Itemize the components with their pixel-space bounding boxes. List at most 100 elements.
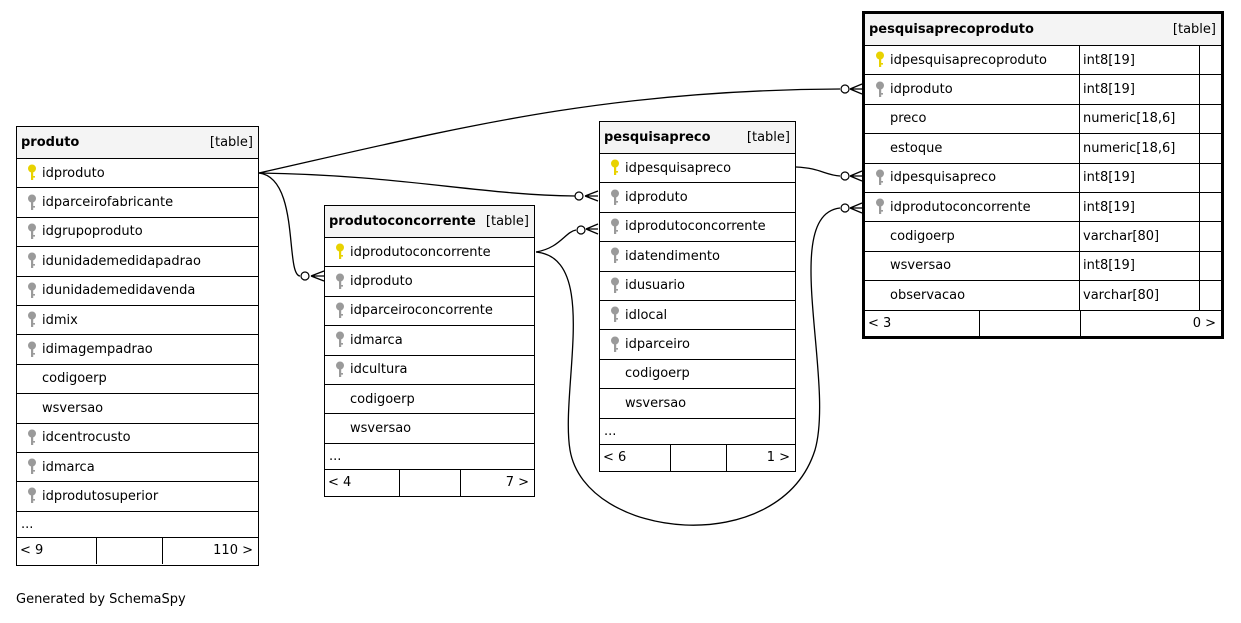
foreign-key-icon	[606, 218, 624, 236]
no-key-spacer	[23, 370, 41, 388]
parents-count[interactable]: < 9	[17, 537, 97, 564]
column-row[interactable]: idunidademedidapadrao	[17, 247, 258, 277]
table-type: [table]	[485, 214, 529, 229]
column-row[interactable]: idimagempadrao	[17, 335, 258, 365]
column-row[interactable]: idprodutoconcorrente	[325, 238, 534, 268]
primary-key-icon	[606, 159, 624, 177]
table-produtoconcorrente[interactable]: produtoconcorrente[table]idprodutoconcor…	[324, 205, 535, 497]
column-type: numeric[18,6]	[1080, 134, 1200, 163]
crowfoot-marker	[585, 223, 599, 235]
column-type: int8[19]	[1080, 46, 1200, 75]
parents-count[interactable]: < 6	[600, 444, 671, 471]
column-row[interactable]: codigoerp	[325, 385, 534, 415]
column-row[interactable]: idmarca	[17, 453, 258, 483]
no-key-spacer	[871, 286, 889, 304]
column-type: int8[19]	[1080, 192, 1200, 222]
column-name: idunidademedidavenda	[42, 283, 196, 299]
column-row[interactable]: idparceirofabricante	[17, 188, 258, 218]
column-row[interactable]: codigoerp	[17, 365, 258, 395]
column-row[interactable]: idproduto	[17, 159, 258, 189]
column-row[interactable]: idpesquisapreco	[600, 154, 795, 184]
column-row[interactable]: idparceiro	[600, 330, 795, 360]
table-footer: < 4 7 >	[325, 469, 534, 496]
column-name: codigoerp	[890, 229, 955, 245]
column-row[interactable]: idmix	[17, 306, 258, 336]
children-count[interactable]: 0 >	[1192, 316, 1216, 332]
no-key-spacer	[871, 110, 889, 128]
optional-marker	[576, 225, 586, 235]
column-type: numeric[18,6]	[1080, 104, 1200, 134]
foreign-key-icon	[23, 458, 41, 476]
generated-by-label: Generated by SchemaSpy	[16, 592, 186, 607]
rows-count	[980, 310, 1081, 337]
primary-key-icon	[331, 243, 349, 261]
column-row[interactable]: idusuario	[600, 272, 795, 301]
no-key-spacer	[871, 139, 889, 157]
column-name: idgrupoproduto	[42, 224, 143, 240]
table-pesquisaprecoproduto[interactable]: pesquisaprecoproduto[table]idpesquisapre…	[862, 11, 1224, 339]
table-footer: < 9 110 >	[17, 537, 258, 564]
column-row[interactable]: idlocal	[600, 301, 795, 331]
no-key-spacer	[606, 394, 624, 412]
optional-marker	[574, 191, 584, 201]
column-row[interactable]: idproduto	[600, 183, 795, 213]
column-name: codigoerp	[42, 371, 107, 387]
column-row[interactable]: idunidademedidavenda	[17, 277, 258, 306]
children-count[interactable]: 7 >	[505, 475, 529, 491]
column-name: idcultura	[350, 362, 408, 378]
children-count[interactable]: 1 >	[766, 450, 790, 466]
crowfoot-marker	[584, 190, 599, 202]
children-count[interactable]: 110 >	[213, 543, 253, 559]
foreign-key-icon	[331, 273, 349, 291]
column-row[interactable]: wsversao	[600, 389, 795, 419]
crowfoot-marker	[310, 270, 325, 282]
foreign-key-icon	[871, 198, 889, 216]
column-row[interactable]: codigoerp	[600, 360, 795, 390]
no-key-spacer	[606, 365, 624, 383]
rel-produtoconcorrente-pesquisapreco	[535, 229, 577, 253]
column-row[interactable]: idproduto	[325, 267, 534, 297]
column-row[interactable]: wsversao	[17, 394, 258, 424]
column-row[interactable]: idprodutoconcorrente	[600, 213, 795, 243]
foreign-key-icon	[331, 361, 349, 379]
column-row[interactable]: idprodutosuperior	[17, 482, 258, 512]
column-name: idproduto	[625, 190, 688, 206]
column-name: idprodutosuperior	[42, 488, 159, 504]
foreign-key-icon	[606, 247, 624, 265]
rel-produtoconcorrente-pesquisaprecoproduto	[535, 207, 841, 526]
parents-count[interactable]: < 3	[865, 310, 980, 337]
foreign-key-icon	[871, 81, 889, 99]
column-row[interactable]: idatendimento	[600, 242, 795, 272]
no-key-spacer	[331, 390, 349, 408]
crowfoot-marker	[849, 202, 863, 214]
no-key-spacer	[331, 420, 349, 438]
column-row[interactable]: idmarca	[325, 326, 534, 356]
table-name: pesquisaprecoproduto	[869, 22, 1034, 37]
column-name: wsversao	[625, 395, 687, 411]
column-name: idunidademedidapadrao	[42, 253, 201, 269]
table-type: [table]	[746, 130, 790, 145]
column-row[interactable]: idcentrocusto	[17, 424, 258, 453]
column-row[interactable]: idcultura	[325, 356, 534, 385]
rel-produto-produtoconcorrente	[258, 172, 301, 277]
rows-count	[671, 444, 727, 471]
optional-marker	[840, 203, 850, 213]
column-name: idparceirofabricante	[42, 195, 174, 211]
table-header: pesquisaprecoproduto[table]	[865, 14, 1221, 46]
column-row[interactable]: idparceiroconcorrente	[325, 297, 534, 327]
column-row[interactable]: idgrupoproduto	[17, 218, 258, 248]
foreign-key-icon	[23, 194, 41, 212]
column-row[interactable]: wsversao	[325, 414, 534, 444]
parents-count[interactable]: < 4	[325, 469, 400, 496]
